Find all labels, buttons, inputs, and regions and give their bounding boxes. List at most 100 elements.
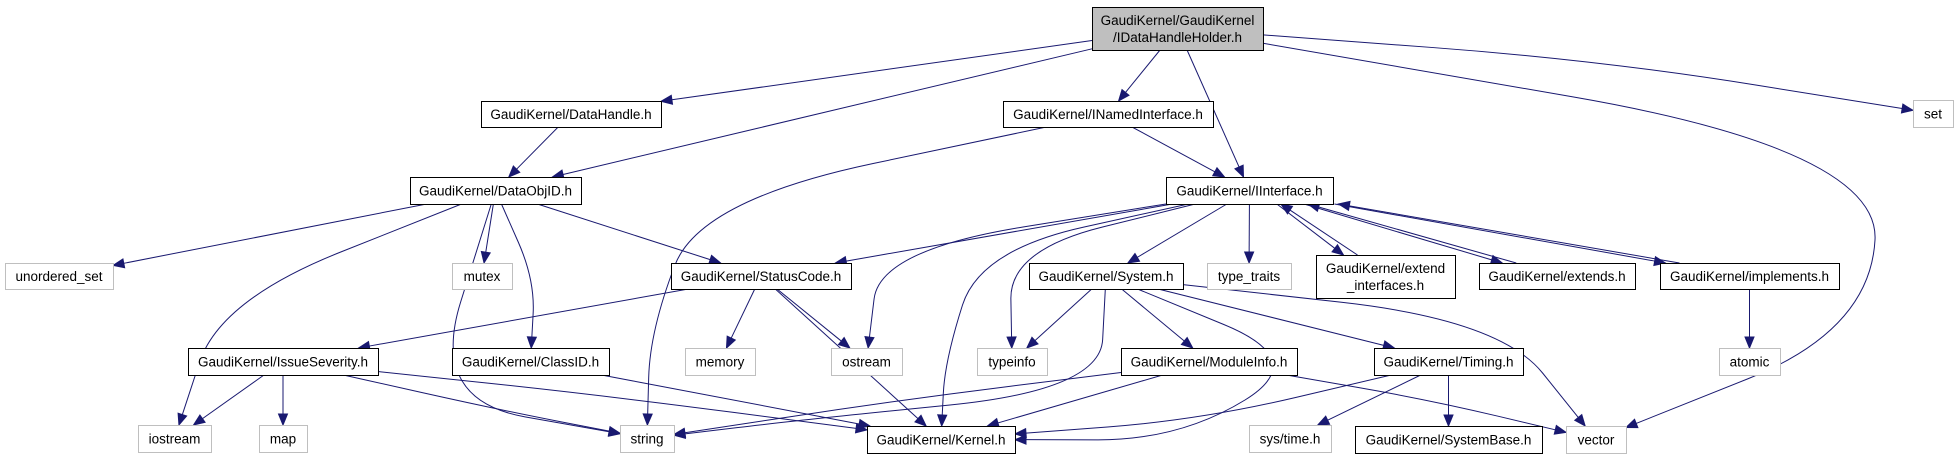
edge-line bbox=[1262, 34, 1903, 110]
edge-line bbox=[1157, 288, 1384, 346]
arrowhead-icon bbox=[642, 413, 653, 427]
edge-line bbox=[1025, 374, 1392, 434]
edge-line bbox=[452, 203, 610, 433]
node-label: GaudiKernel/implements.h bbox=[1670, 269, 1829, 284]
edge-line bbox=[684, 371, 1122, 434]
node-box bbox=[138, 425, 212, 453]
node-label: GaudiKernel/extends.h bbox=[1488, 269, 1625, 284]
node-sys-time: sys/time.h bbox=[1249, 425, 1332, 453]
node-box bbox=[452, 348, 610, 376]
edge-line bbox=[343, 374, 610, 432]
edge-line bbox=[1289, 209, 1358, 256]
node-atomic: atomic bbox=[1719, 348, 1781, 376]
arrowhead-icon bbox=[1180, 336, 1194, 349]
node-system[interactable]: GaudiKernel/System.h bbox=[1029, 263, 1184, 290]
node-label: GaudiKernel/StatusCode.h bbox=[681, 269, 842, 284]
node-label: GaudiKernel/ModuleInfo.h bbox=[1131, 355, 1288, 370]
edge-line bbox=[846, 203, 1173, 262]
node-implements[interactable]: GaudiKernel/implements.h bbox=[1660, 263, 1840, 290]
node-iinterface[interactable]: GaudiKernel/IInterface.h bbox=[1166, 177, 1334, 205]
node-label: GaudiKernel/ClassID.h bbox=[462, 355, 599, 370]
node-moduleinfo[interactable]: GaudiKernel/ModuleInfo.h bbox=[1121, 348, 1298, 376]
edge-root-to-vector bbox=[1262, 42, 1876, 429]
edge-System-to-vector bbox=[1182, 284, 1586, 428]
edge-line bbox=[123, 203, 427, 264]
node-label: GaudiKernel/SystemBase.h bbox=[1366, 433, 1532, 448]
node-set: set bbox=[1913, 100, 1954, 128]
node-label: GaudiKernel/Timing.h bbox=[1383, 355, 1513, 370]
node-box bbox=[831, 348, 903, 376]
edges-layer bbox=[111, 34, 1915, 445]
node-label: type_traits bbox=[1218, 269, 1281, 284]
node-box bbox=[1355, 426, 1543, 454]
node-label: GaudiKernel/DataHandle.h bbox=[490, 107, 651, 122]
node-box bbox=[685, 348, 756, 376]
node-label: _interfaces.h bbox=[1346, 278, 1424, 293]
node-box bbox=[1316, 255, 1456, 299]
node-label: GaudiKernel/INamedInterface.h bbox=[1013, 107, 1203, 122]
node-ostream: ostream bbox=[831, 348, 903, 376]
edge-root-to-set bbox=[1262, 34, 1915, 114]
edge-DataObjID-to-ClassID bbox=[501, 203, 538, 350]
edge-Timing-to-SystemBase bbox=[1443, 375, 1454, 428]
edge-line bbox=[1131, 126, 1216, 173]
edge-IInterface-to-typeinfo bbox=[1006, 203, 1196, 350]
node-box bbox=[1207, 263, 1292, 290]
arrowhead-icon bbox=[1900, 103, 1915, 114]
node-label: sys/time.h bbox=[1260, 432, 1321, 447]
node-dataobjid[interactable]: GaudiKernel/DataObjID.h bbox=[410, 177, 582, 205]
edge-line bbox=[647, 126, 1047, 415]
node-label: /IDataHandleHolder.h bbox=[1113, 30, 1242, 45]
edge-line bbox=[377, 371, 857, 429]
node-kernel[interactable]: GaudiKernel/Kernel.h bbox=[867, 426, 1016, 454]
arrowhead-icon bbox=[1279, 203, 1294, 215]
edge-line bbox=[601, 374, 860, 425]
node-label: mutex bbox=[464, 269, 501, 284]
node-label: GaudiKernel/extend bbox=[1326, 261, 1445, 276]
edge-line bbox=[202, 374, 265, 420]
arrowhead-icon bbox=[277, 413, 289, 427]
node-box bbox=[1166, 177, 1334, 205]
edge-line bbox=[1303, 203, 1492, 261]
arrowhead-icon bbox=[526, 336, 538, 350]
node-unordered-set: unordered_set bbox=[5, 263, 114, 290]
node-box bbox=[1913, 100, 1954, 128]
node-iostream: iostream bbox=[138, 425, 212, 453]
arrowhead-icon bbox=[607, 425, 622, 437]
edge-line bbox=[1137, 203, 1228, 258]
arrowhead-icon bbox=[725, 335, 737, 350]
node-extend-interfaces[interactable]: GaudiKernel/extend _interfaces.h bbox=[1316, 255, 1456, 299]
node-classid[interactable]: GaudiKernel/ClassID.h bbox=[452, 348, 610, 376]
edge-DataObjID-to-string bbox=[452, 203, 622, 437]
arrowhead-icon bbox=[708, 254, 722, 265]
node-root[interactable]: GaudiKernel/GaudiKernel/IDataHandleHolde… bbox=[1092, 7, 1264, 51]
edge-implements-to-IInterface bbox=[1337, 200, 1680, 264]
node-datahandle[interactable]: GaudiKernel/DataHandle.h bbox=[481, 101, 662, 128]
edge-line bbox=[671, 40, 1093, 101]
node-statuscode[interactable]: GaudiKernel/StatusCode.h bbox=[671, 263, 852, 290]
node-label: map bbox=[270, 432, 296, 447]
node-box bbox=[1374, 348, 1524, 376]
node-systembase[interactable]: GaudiKernel/SystemBase.h bbox=[1355, 426, 1543, 454]
edge-StatusCode-to-IssueSeverity bbox=[357, 288, 689, 352]
edge-line bbox=[181, 203, 462, 415]
edge-line bbox=[1334, 203, 1655, 262]
node-issueseverity[interactable]: GaudiKernel/IssueSeverity.h bbox=[188, 348, 379, 376]
edge-ModuleInfo-to-string bbox=[672, 371, 1122, 438]
node-extends[interactable]: GaudiKernel/extends.h bbox=[1479, 263, 1636, 290]
arrowhead-icon bbox=[1331, 243, 1345, 256]
node-box bbox=[1566, 426, 1627, 454]
node-vector: vector bbox=[1566, 426, 1627, 454]
arrowhead-icon bbox=[1013, 434, 1027, 445]
node-label: unordered_set bbox=[15, 269, 102, 284]
edge-line bbox=[1034, 288, 1093, 341]
arrowhead-icon bbox=[837, 336, 851, 349]
nodes-layer: GaudiKernel/GaudiKernel/IDataHandleHolde… bbox=[5, 7, 1954, 454]
node-timing[interactable]: GaudiKernel/Timing.h bbox=[1374, 348, 1524, 376]
node-memory: memory bbox=[685, 348, 756, 376]
node-label: iostream bbox=[149, 432, 201, 447]
node-box bbox=[867, 426, 1016, 454]
node-inamedinterface[interactable]: GaudiKernel/INamedInterface.h bbox=[1003, 101, 1214, 128]
node-box bbox=[1092, 7, 1264, 51]
arrowhead-icon bbox=[1234, 164, 1245, 179]
